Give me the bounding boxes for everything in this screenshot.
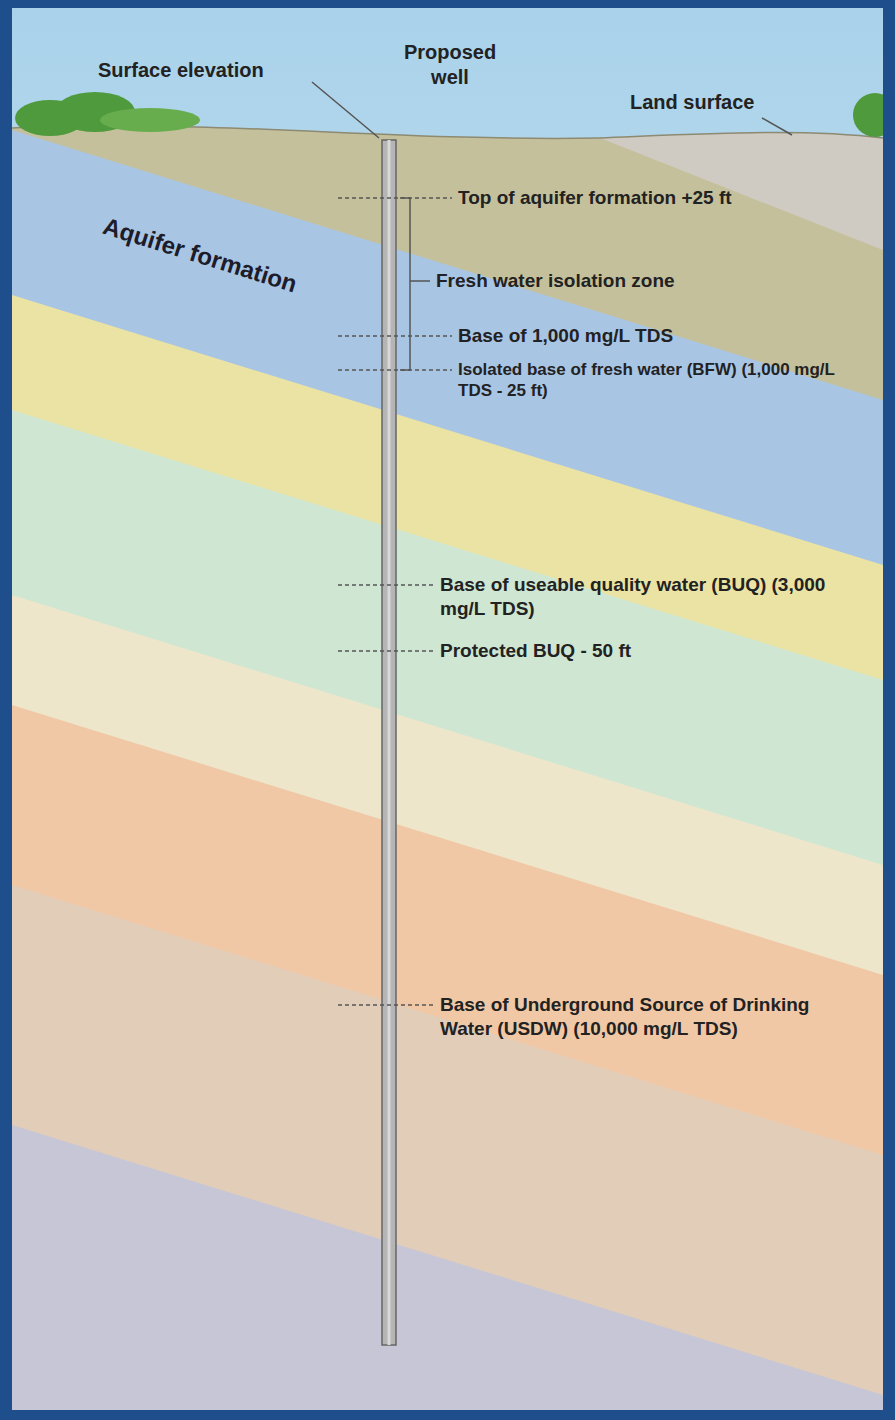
well-label: Proposed well bbox=[390, 40, 510, 90]
depth-label: Base of Underground Source of Drinking W… bbox=[440, 993, 840, 1041]
depth-label: Base of 1,000 mg/L TDS bbox=[458, 324, 673, 348]
zone-label: Fresh water isolation zone bbox=[436, 269, 675, 293]
depth-label: Isolated base of fresh water (BFW) (1,00… bbox=[458, 359, 838, 402]
land-surface-label: Land surface bbox=[630, 90, 754, 115]
surface-elevation-label: Surface elevation bbox=[98, 58, 264, 83]
depth-label: Top of aquifer formation +25 ft bbox=[458, 186, 732, 210]
depth-label: Protected BUQ - 50 ft bbox=[440, 639, 631, 663]
depth-label: Base of useable quality water (BUQ) (3,0… bbox=[440, 573, 870, 621]
